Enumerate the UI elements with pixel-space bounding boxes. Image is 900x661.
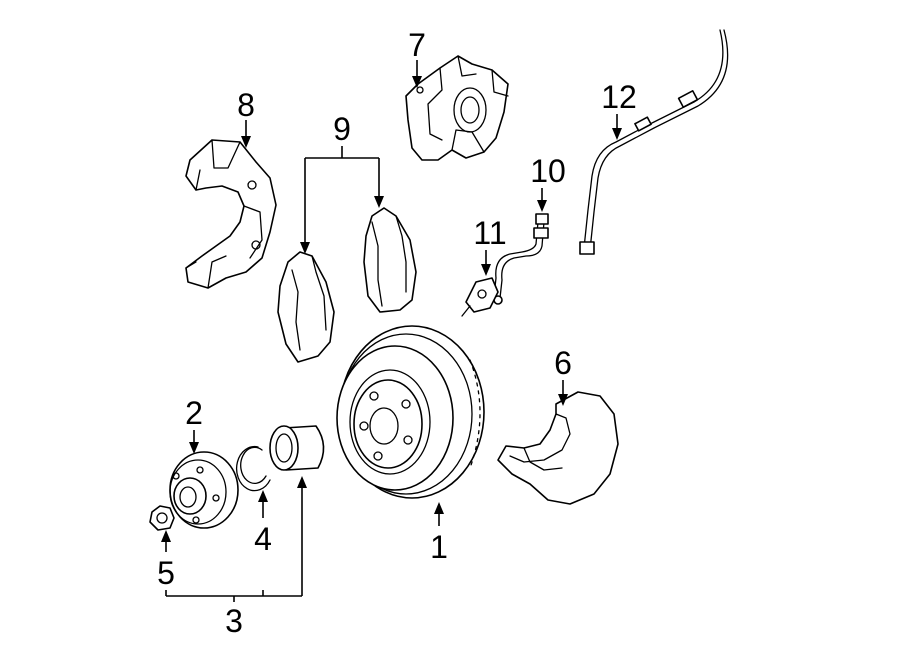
callout-9: 9 [300,111,384,254]
callout-label-1: 1 [430,529,448,565]
callout-1: 1 [430,502,448,565]
callout-label-5: 5 [157,555,175,591]
callout-2: 2 [185,395,203,454]
brake-pad-left-part [277,251,335,363]
callout-label-3: 3 [225,603,243,639]
callout-label-2: 2 [185,395,203,431]
brake-pad-right-part [363,207,417,313]
callout-7: 7 [408,27,426,88]
splash-shield-part [497,391,619,505]
callout-6: 6 [554,345,572,406]
callout-label-10: 10 [530,153,566,189]
callout-label-9: 9 [333,111,351,147]
callout-11: 11 [473,215,507,276]
callout-3: 3 [165,476,307,639]
brake-rotor-part [336,325,485,499]
brake-hose-part [493,213,549,305]
snap-ring-part [235,445,271,492]
brake-fitting-part [461,277,499,317]
wheel-bearing-part [269,425,325,471]
callout-5: 5 [157,530,175,591]
callout-label-8: 8 [237,87,255,123]
hub-nut-part [149,505,175,531]
callout-label-4: 4 [254,521,272,557]
brake-caliper-part [405,55,509,161]
callout-4: 4 [254,490,272,557]
callout-12: 12 [601,79,637,140]
callout-8: 8 [237,87,255,148]
callout-label-7: 7 [408,27,426,63]
callout-label-6: 6 [554,345,572,381]
callout-10: 10 [530,153,566,212]
wheel-hub-part [169,451,239,529]
caliper-bracket-part [185,139,277,289]
callout-label-12: 12 [601,79,637,115]
callout-label-11: 11 [473,215,506,251]
abs-sensor-wire-part [579,29,729,255]
